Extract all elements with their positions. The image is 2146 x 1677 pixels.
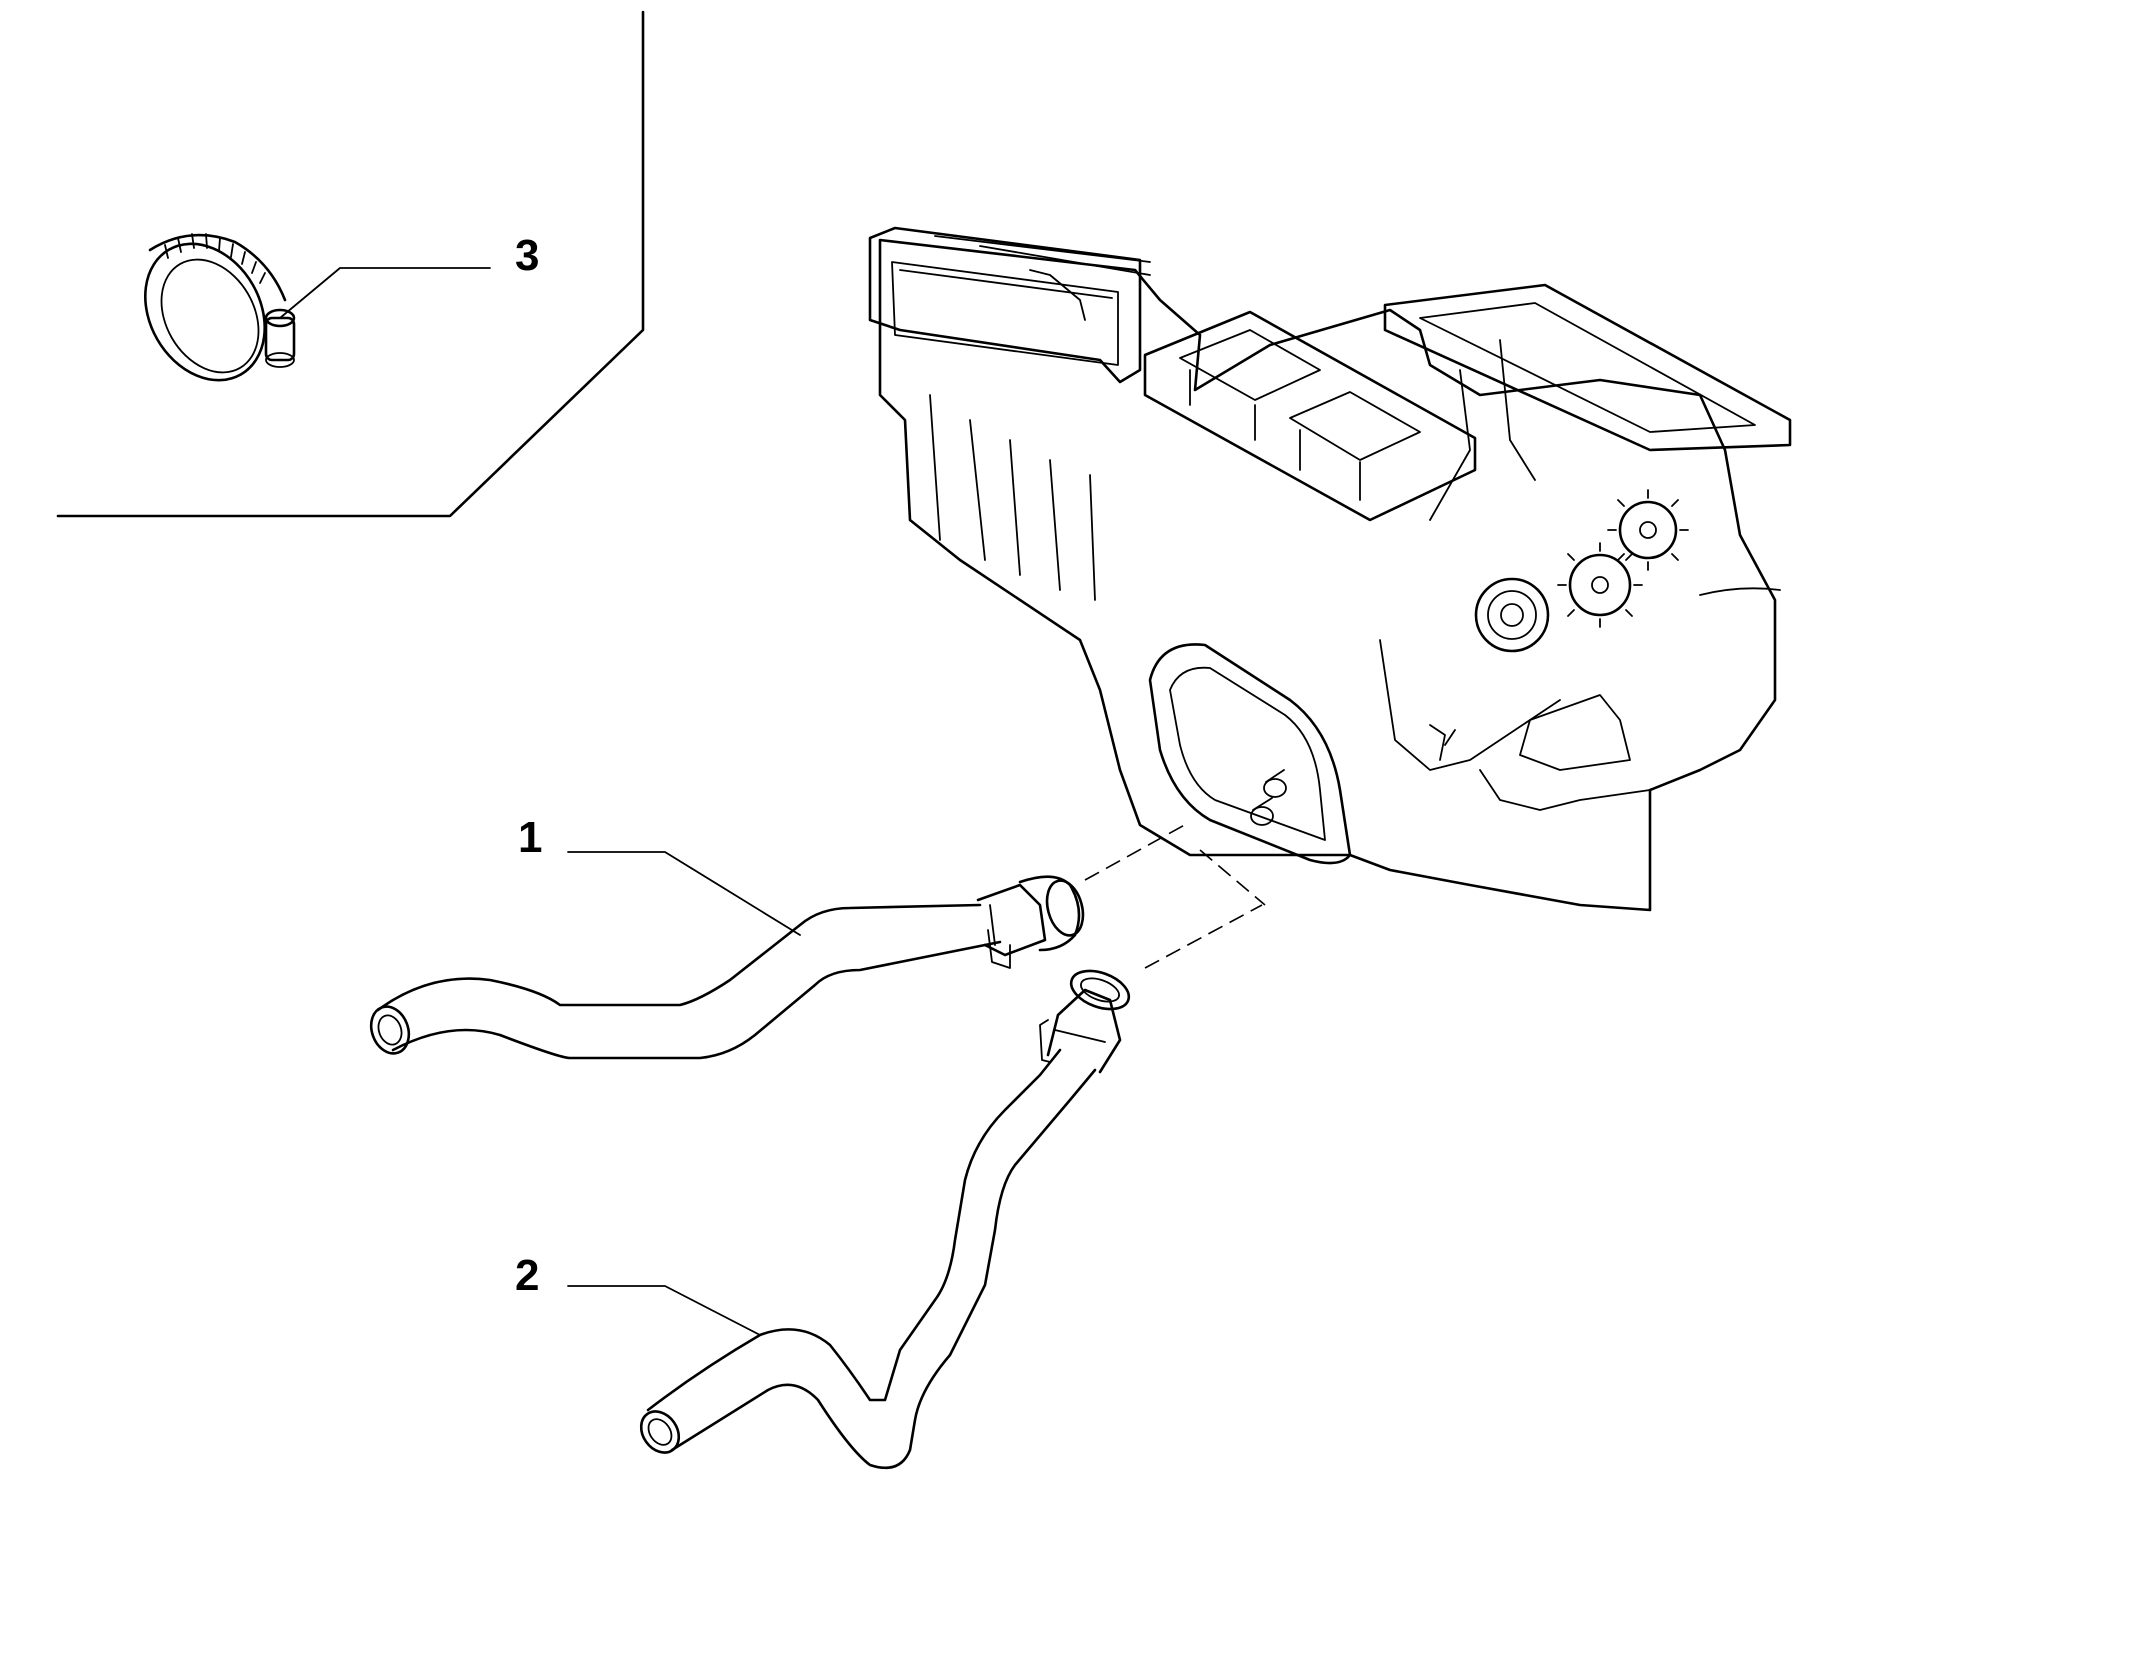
- leader-3: [279, 267, 491, 319]
- leader-lines: [279, 267, 801, 1336]
- leader-2: [567, 1285, 761, 1336]
- clamp-inset-frame: [56, 10, 645, 518]
- callout-1: 1: [518, 813, 542, 862]
- heater-unit-housing[interactable]: [868, 226, 1792, 912]
- leader-1: [567, 851, 801, 936]
- callout-3: 3: [515, 231, 539, 280]
- heater-outlet-hose[interactable]: [633, 964, 1134, 1470]
- hose-clamp[interactable]: [121, 222, 296, 402]
- callout-2: 2: [515, 1251, 539, 1300]
- assembly-guide-lines: [1084, 821, 1266, 969]
- actuator-gears: [1557, 489, 1689, 628]
- heater-inlet-hose[interactable]: [365, 875, 1089, 1060]
